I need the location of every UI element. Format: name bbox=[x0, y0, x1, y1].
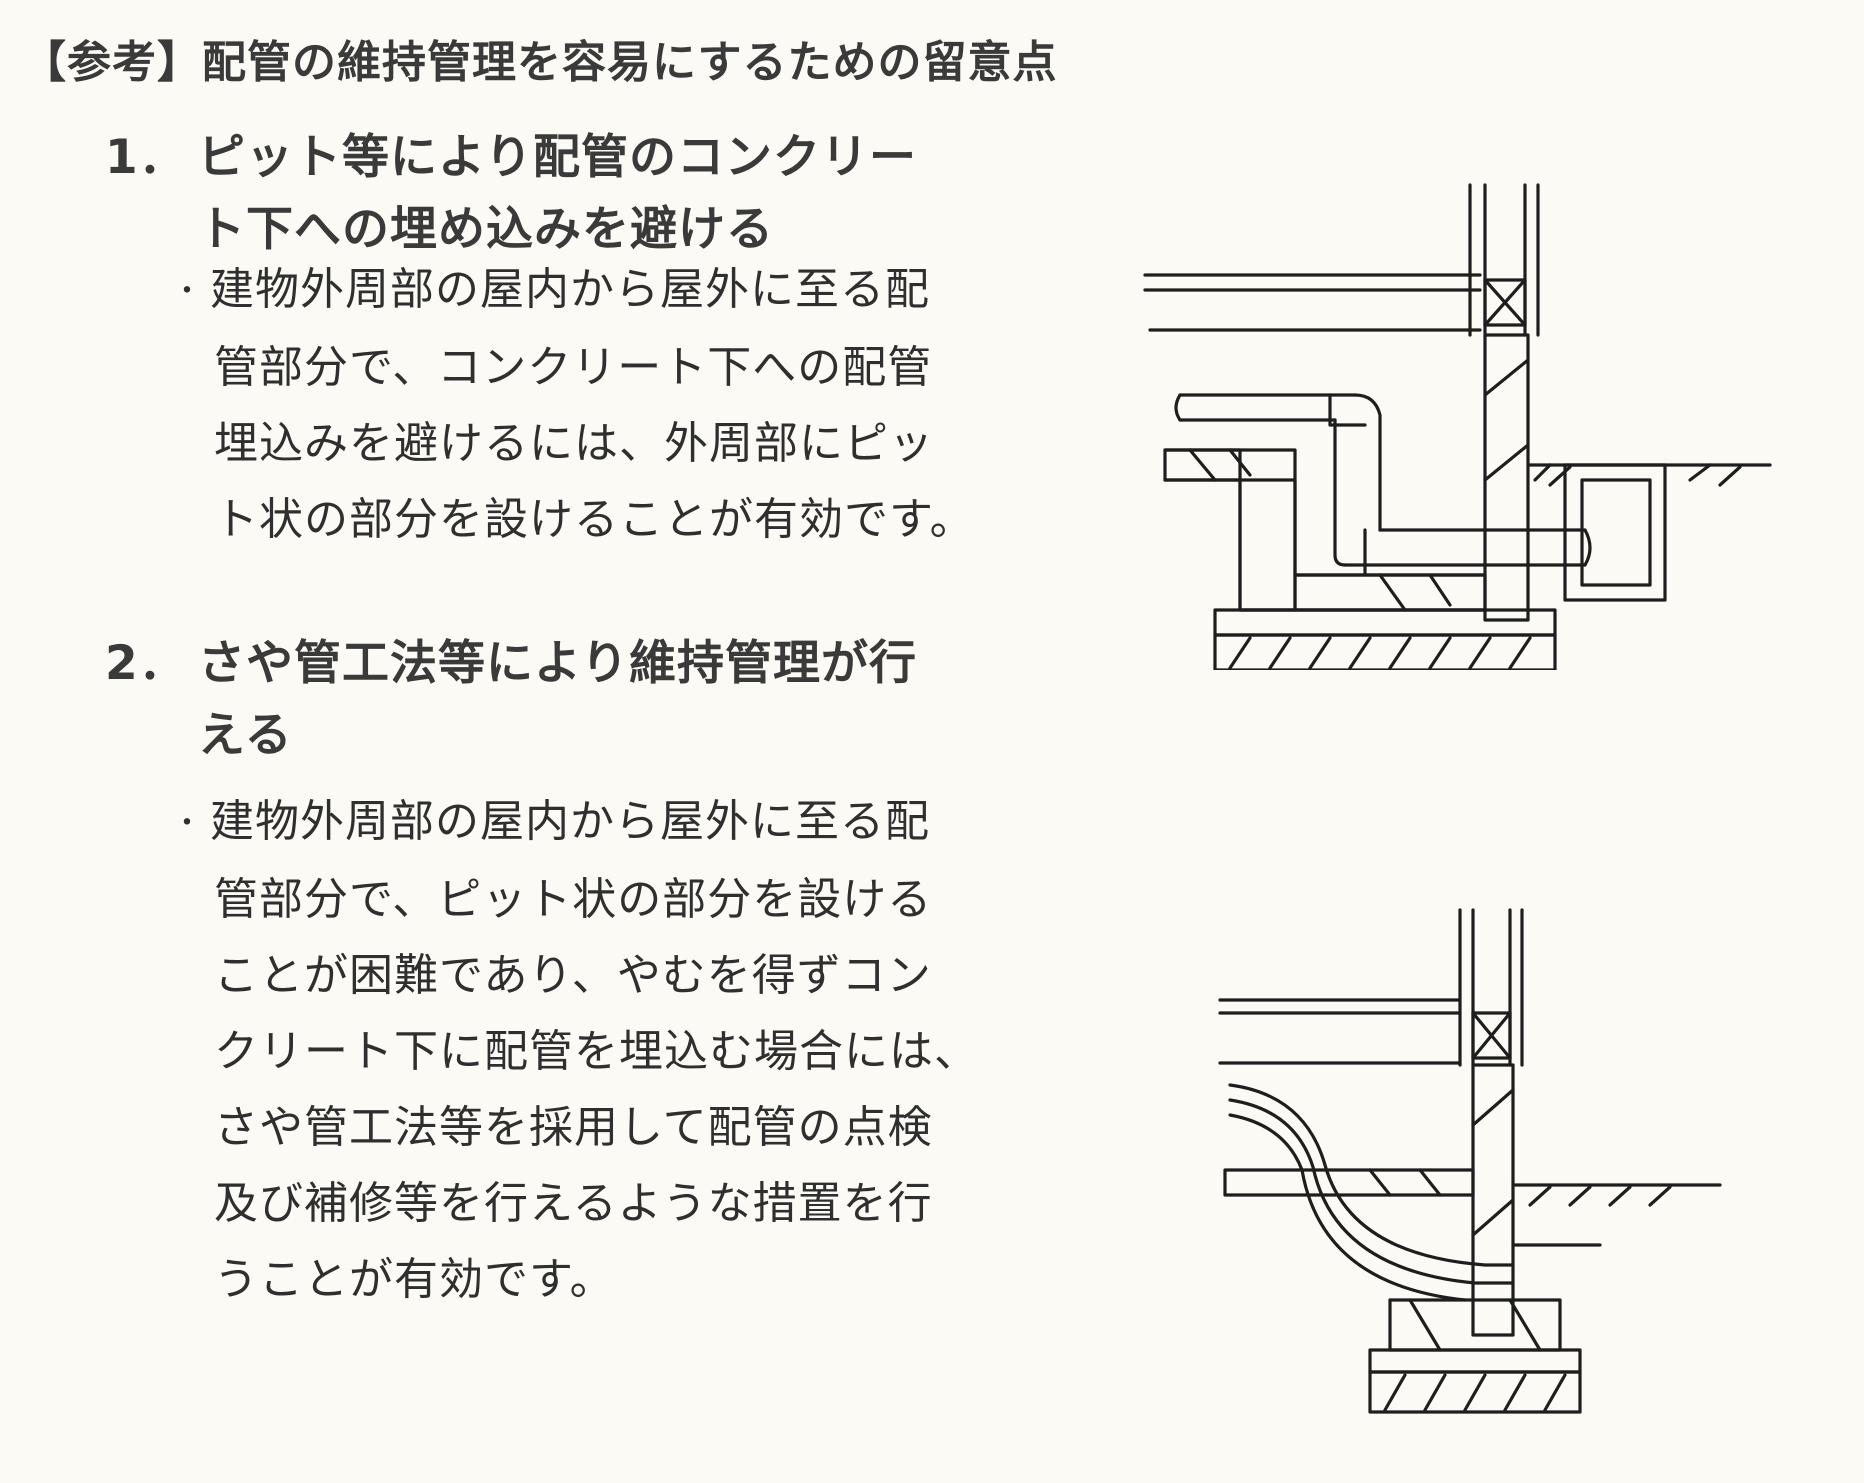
section-2-bullet: ・ bbox=[172, 806, 203, 841]
section-1-body-line: ト状の部分を設けることが有効です。 bbox=[214, 494, 975, 545]
section-2-number: 2． bbox=[105, 636, 187, 691]
section-2-body-line: 及び補修等を行えるような措置を行 bbox=[214, 1178, 933, 1229]
section-2-body-line: クリート下に配管を埋込む場合には、 bbox=[214, 1026, 979, 1077]
section-1-title: 1．ピット等により配管のコンクリー ト下への埋め込みを避ける bbox=[105, 122, 917, 266]
section-2-title-line1: さや管工法等により維持管理が行 bbox=[198, 636, 918, 691]
section-1-number: 1． bbox=[105, 130, 187, 185]
section-2-body-line: 管部分で、ピット状の部分を設ける bbox=[214, 874, 933, 925]
section-2-body-line: 建物外周部の屋内から屋外に至る配 bbox=[210, 796, 930, 847]
section-1-bullet: ・ bbox=[172, 274, 203, 309]
page-heading: 【参考】配管の維持管理を容易にするための留意点 bbox=[22, 37, 1058, 88]
sleeve-pipe-method-diagram bbox=[1218, 908, 1722, 1414]
section-2-title: 2．さや管工法等により維持管理が行 える bbox=[105, 628, 917, 772]
section-1-body-line: 埋込みを避けるには、外周部にピッ bbox=[214, 418, 934, 469]
section-1-body-line: 建物外周部の屋内から屋外に至る配 bbox=[210, 264, 930, 315]
section-2-body-line: うことが有効です。 bbox=[214, 1254, 615, 1305]
section-2-title-line2: える bbox=[198, 708, 293, 763]
section-2-body-line: さや管工法等を採用して配管の点検 bbox=[214, 1102, 933, 1153]
section-1-body: ・建物外周部の屋内から屋外に至る配 管部分で、コンクリート下への配管 埋込みを避… bbox=[172, 252, 975, 558]
section-1-body-line: 管部分で、コンクリート下への配管 bbox=[214, 342, 933, 393]
section-2-body: ・建物外周部の屋内から屋外に至る配 管部分で、ピット状の部分を設ける ことが困難… bbox=[172, 784, 979, 1318]
section-1-title-line2: ト下への埋め込みを避ける bbox=[198, 202, 774, 257]
section-1-title-line1: ピット等により配管のコンクリー bbox=[198, 130, 918, 185]
pit-method-diagram bbox=[1143, 183, 1772, 670]
section-2-body-line: ことが困難であり、やむを得ずコン bbox=[214, 950, 932, 1001]
